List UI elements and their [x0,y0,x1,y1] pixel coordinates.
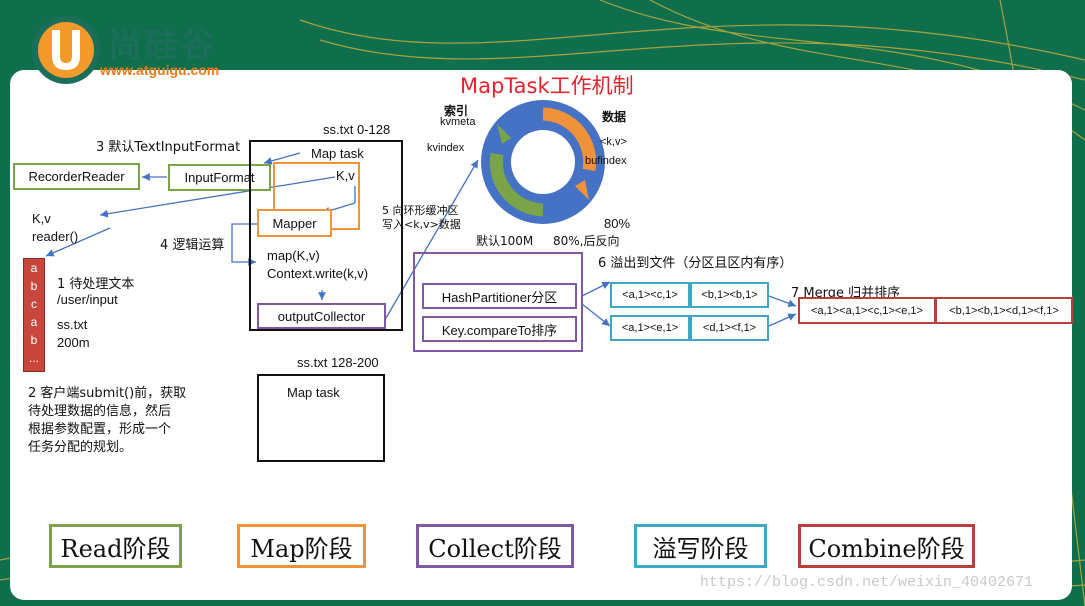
split1-label: ss.txt 0-128 [323,122,391,137]
step2-line2: 待处理数据的信息，然后 [28,404,172,419]
ring-buffer [481,100,605,224]
stack-letter: c [31,297,37,311]
step4-label: 4 逻辑运算 [160,238,225,253]
mapper-kv-label: K,v [336,168,355,183]
ring-index-label: 索引 [444,104,469,118]
map-fn-label: map(K,v) [267,248,320,263]
ring-kvmeta-label: kvmeta [440,116,476,128]
stack-letter: a [30,261,38,275]
phase-map: Map阶段 [237,524,366,568]
map-task-frame [249,140,403,331]
phase-read: Read阶段 [49,524,182,568]
input-text-stack: a b c a b ... [23,258,45,372]
phase-combine: Combine阶段 [798,524,975,568]
input-path-label: /user/input [57,292,118,307]
stack-letter: a [30,315,38,329]
logo-emblem [32,16,100,84]
ring-bufindex-label: bufindex [585,155,627,167]
hash-partitioner-box: HashPartitioner分区 [422,283,577,309]
watermark: https://blog.csdn.net/weixin_40402671 [700,574,1034,591]
stack-letter: b [30,279,38,293]
input-format-box: InputFormat [168,164,271,191]
ring-kv-label: <k,v> [600,136,627,148]
ring-reverse-label: 80%,后反向 [553,234,620,248]
reader-kv-label: K,v [32,211,51,226]
phase-spill: 溢写阶段 [634,524,767,568]
ring-size-label: 默认100M [476,234,534,248]
step1-label: 1 待处理文本 [57,277,135,292]
input-file-label: ss.txt [57,317,88,332]
ring-kvindex-label: kvindex [427,142,465,154]
key-compare-box: Key.compareTo排序 [422,316,577,342]
merge-cell-b: <b,1><b,1><d,1><f,1> [935,297,1073,324]
collect-frame [413,252,583,352]
spill-cell-a1: <a,1><c,1> [610,282,690,308]
stack-letter: ... [28,351,39,365]
logo-name: 尚硅谷 [108,26,216,66]
spill-cell-a2: <a,1><e,1> [610,315,690,341]
step3-label: 3 默认TextInputFormat [96,140,241,155]
spill-cell-b1: <b,1><b,1> [690,282,769,308]
step6-label: 6 溢出到文件（分区且区内有序） [598,256,793,271]
reader-fn-label: reader() [32,229,79,244]
ring-threshold-label: 80% [604,216,631,231]
spill-cell-d1: <d,1><f,1> [690,315,769,341]
map-task-label: Map task [311,146,364,161]
ring-data-label: 数据 [602,110,627,124]
mapper-box: Mapper [257,209,332,237]
stack-letter: b [30,333,38,347]
step2-line3: 根据参数配置，形成一个 [28,422,172,437]
step5-line1: 5 向环形缓冲区 [382,204,459,217]
step2-line4: 任务分配的规划。 [28,440,133,455]
context-write-label: Context.write(k,v) [267,266,369,281]
step2-line1: 2 客户端submit()前，获取 [28,386,187,401]
map-task2-label: Map task [287,385,340,400]
input-size-label: 200m [57,335,90,350]
split2-label: ss.txt 128-200 [297,355,379,370]
step5-line2: 写入<k,v>数据 [382,218,461,231]
map-task2-frame [257,374,385,462]
diagram-title: MapTask工作机制 [460,74,634,98]
output-collector-box: outputCollector [257,303,386,329]
logo-url: www.atguigu.com [100,62,220,78]
phase-collect: Collect阶段 [416,524,574,568]
recorder-reader-box: RecorderReader [13,163,140,190]
merge-cell-a: <a,1><a,1><c,1><e,1> [798,297,936,324]
